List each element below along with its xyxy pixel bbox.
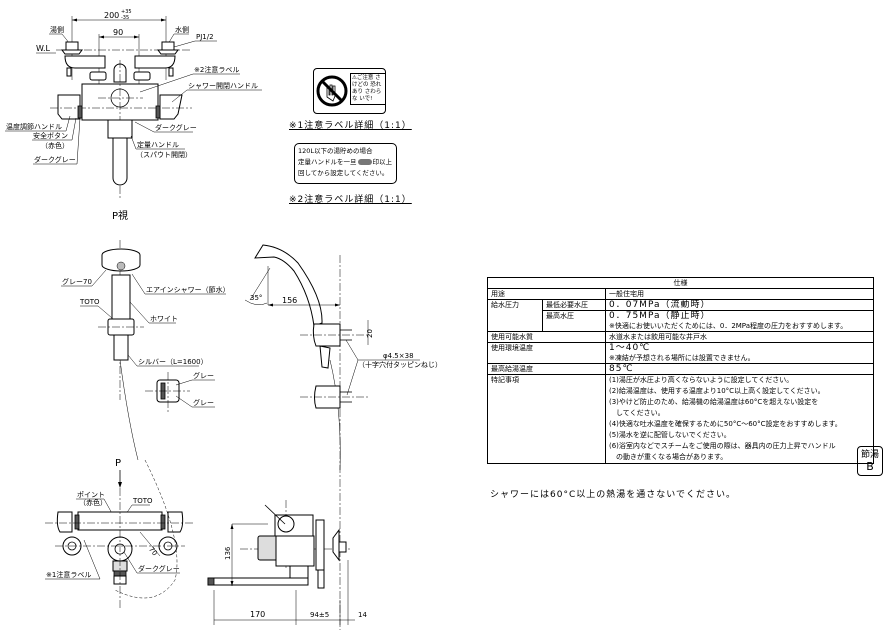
angle-35: 35° bbox=[250, 294, 262, 302]
shower-head-view: グレー70 エアインシャワー（節水） TOTO ホワイト シルバー（L=1600… bbox=[61, 240, 230, 461]
spec-value: 水道水または飲用可能な井戸水 bbox=[605, 331, 874, 343]
volume-handle-label: 定量ハンドル bbox=[137, 140, 179, 149]
grey-b-label: グレー bbox=[193, 398, 214, 407]
point-color: （赤色） bbox=[79, 498, 107, 507]
label2-line2: 定量ハンドルを一旦 bbox=[298, 158, 357, 166]
no-touch-icon bbox=[316, 75, 348, 107]
water-level-label: W.L bbox=[36, 44, 51, 53]
dim-200-tol-plus: +35 bbox=[121, 9, 132, 15]
spec-row-water-quality: 使用可能水質 水道水または飲用可能な井戸水 bbox=[487, 331, 874, 343]
dim-156: 156 bbox=[282, 296, 297, 305]
p-arrow-label: P bbox=[115, 458, 121, 469]
spec-note: ※凍結が予想される場所には設置できません。 bbox=[605, 353, 874, 364]
badge-line2: B bbox=[866, 460, 874, 473]
spec-value: 0．75MPa（静止時） bbox=[605, 310, 874, 321]
view-p-label: P視 bbox=[112, 209, 128, 222]
handle-mark-icon bbox=[357, 159, 372, 165]
hot-side-label: 湯側 bbox=[50, 25, 64, 34]
spec-note-item: (4)快適な吐水温度を確保するために50°C～60°C設定をおすすめします。 bbox=[609, 420, 842, 428]
spec-note-item: の動きが重くなる場合があります。 bbox=[609, 453, 728, 461]
spec-note-item: (6)浴室内などでスチームをご使用の際は、器具内の圧力上昇でハンドル bbox=[609, 442, 836, 450]
caution-label-2-caption: ※2注意ラベル詳細（1:1） bbox=[289, 195, 412, 205]
caution-label-1-callout: ※1注意ラベル bbox=[46, 570, 91, 579]
temp-handle-label: 温度調節ハンドル bbox=[6, 122, 62, 131]
spec-note: ※快適にお使いいただくためには、0．2MPa程度の圧力をおすすめします。 bbox=[605, 321, 874, 332]
side-view: 136 170 94±5 14 bbox=[207, 500, 367, 625]
dim-200-tol-minus: -35 bbox=[121, 15, 129, 21]
spec-note-item: (3)やけど防止のため、給湯機の給湯温度は60°Cを超えない設定を bbox=[609, 398, 819, 406]
spec-title: 仕様 bbox=[487, 277, 874, 289]
spec-table: 仕様 用途 一般住宅用 給水圧力 最低必要水圧 0．07MPa（流動時） 最高水… bbox=[487, 277, 874, 464]
dark-grey-left-label: ダークグレー bbox=[34, 155, 76, 164]
dim-94: 94±5 bbox=[310, 611, 329, 619]
dim-200: 200 bbox=[104, 11, 119, 20]
spec-note-item: (5)湯水を逆に配管しないでください。 bbox=[609, 431, 731, 439]
spec-value: 1～40℃ bbox=[605, 342, 874, 353]
shower-side-view: 156 35° 20 φ4.5×38 （十字穴付タッピンねじ） bbox=[244, 244, 442, 630]
hot-water-warning: シャワーには60°C以上の熱湯を通さないでください。 bbox=[490, 490, 736, 500]
air-in-shower-label: エアインシャワー（節水） bbox=[146, 285, 230, 294]
dim-90: 90 bbox=[113, 28, 123, 37]
white-label: ホワイト bbox=[150, 315, 178, 323]
spec-label: 用途 bbox=[487, 288, 606, 300]
spec-row-pressure-min: 給水圧力 最低必要水圧 0．07MPa（流動時） bbox=[487, 299, 874, 332]
spec-label: 最高給湯温度 bbox=[487, 363, 606, 375]
top-toto-label: TOTO bbox=[132, 497, 153, 505]
volume-handle-note: （スパウト開閉） bbox=[136, 151, 192, 159]
pipe-thread-label: PJ1/2 bbox=[196, 33, 214, 41]
shower-handle-label: シャワー開閉ハンドル bbox=[188, 82, 258, 90]
spec-row-max-hot: 最高給湯温度 85℃ bbox=[487, 363, 874, 375]
safety-button-color: （赤色） bbox=[41, 141, 69, 150]
spec-note-item: してください。 bbox=[609, 409, 665, 417]
dim-14: 14 bbox=[358, 611, 367, 619]
label2-line2b: 印以上 bbox=[372, 158, 393, 166]
top-dark-grey-label: ダークグレー bbox=[138, 564, 180, 573]
label2-line3: 回してから設定してください。 bbox=[298, 169, 389, 177]
spec-note-item: (2)給湯温度は、使用する温度より10°C以上高く設定してください。 bbox=[609, 387, 825, 395]
label2-line1: 120L以下の湯貯めの場合 bbox=[298, 147, 373, 155]
cold-side-label: 水側 bbox=[175, 25, 189, 34]
dim-20: 20 bbox=[366, 329, 374, 338]
spec-label: 特記事項 bbox=[487, 374, 606, 464]
spec-value: 0．07MPa（流動時） bbox=[605, 299, 874, 311]
spec-row-notes: 特記事項 (1)湯圧が水圧より高くならないように設定してください。 (2)給湯温… bbox=[487, 374, 874, 464]
spec-label: 使用環境温度 bbox=[487, 342, 606, 364]
silver-hose-label: シルバー（L=1600） bbox=[138, 358, 208, 366]
grey-a-label: グレー bbox=[193, 371, 214, 380]
spec-row-usage: 用途 一般住宅用 bbox=[487, 288, 874, 300]
spec-label: 給水圧力 bbox=[487, 299, 543, 332]
grey70-label: グレー70 bbox=[62, 277, 92, 286]
spec-value: 85℃ bbox=[605, 363, 874, 375]
caution-label-2-callout: ※2注意ラベル bbox=[194, 65, 239, 74]
toto-label: TOTO bbox=[79, 298, 100, 306]
spec-label: 使用可能水質 bbox=[487, 331, 606, 343]
caution-label-1-text: ⚠ご注意 さけどの 恐れあり さわらな いで! bbox=[350, 73, 386, 105]
point-label: ポイント bbox=[77, 491, 105, 499]
spec-row-env-temp: 使用環境温度 1～40℃ bbox=[487, 342, 874, 364]
spec-row-pressure-max: 最高水圧 0．75MPa（静止時） bbox=[488, 310, 874, 332]
dim-170: 170 bbox=[250, 610, 265, 619]
water-saving-badge: 節湯 B bbox=[857, 446, 883, 476]
caution-label-1: ⚠ご注意 さけどの 恐れあり さわらな いで! bbox=[313, 68, 386, 114]
dim-70: 70 bbox=[147, 545, 159, 557]
caution-label-2: 120L以下の湯貯めの場合 定量ハンドルを一旦 印以上 回してから設定してください… bbox=[294, 143, 397, 184]
front-view: 200 +35 -35 90 湯側 水側 W.L PJ1/2 bbox=[5, 9, 262, 222]
spec-value: 一般住宅用 bbox=[605, 288, 874, 300]
screw-label: φ4.5×38 bbox=[383, 352, 414, 360]
dim-136: 136 bbox=[224, 546, 232, 560]
spec-sublabel: 最低必要水圧 bbox=[542, 299, 606, 311]
caution-label-1-caption: ※1注意ラベル詳細（1:1） bbox=[289, 121, 412, 131]
spec-note-item: (1)湯圧が水圧より高くならないように設定してください。 bbox=[609, 376, 794, 384]
top-view: P ポイント （赤色） TOTO 70 ダークグレー ※1注意ラベル bbox=[45, 458, 195, 610]
safety-button-label: 安全ボタン bbox=[33, 131, 68, 140]
badge-line1: 節湯 bbox=[860, 450, 879, 460]
screw-note: （十字穴付タッピンねじ） bbox=[358, 360, 442, 369]
spec-sublabel: 最高水圧 bbox=[542, 310, 606, 332]
dark-grey-right-label: ダークグレー bbox=[155, 123, 197, 132]
